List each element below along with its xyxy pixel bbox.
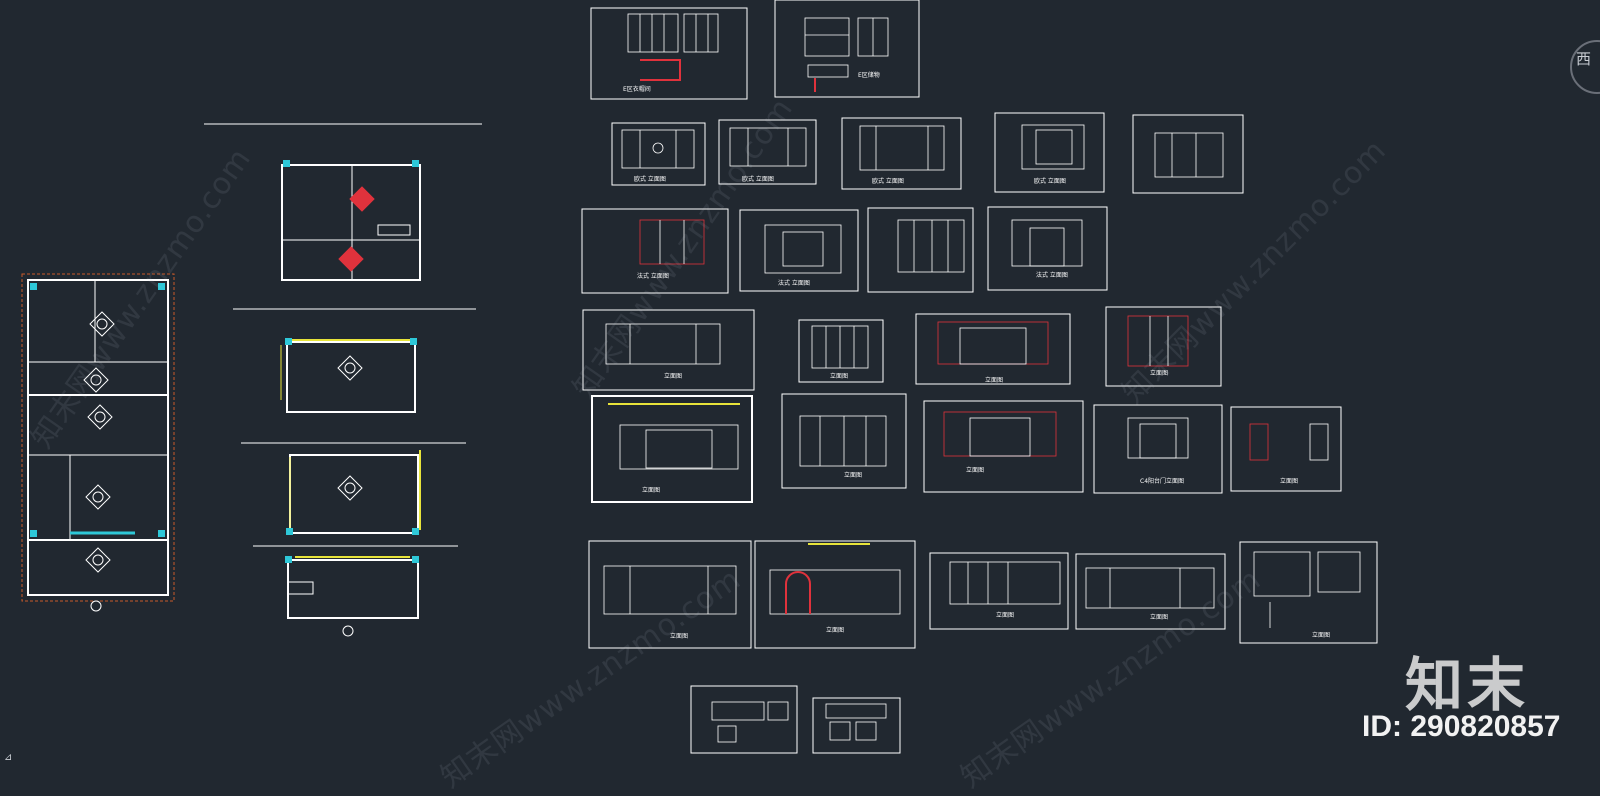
- sheet-label: 立面图: [670, 633, 689, 640]
- sheet-label: 立面图: [1150, 614, 1169, 621]
- compass-direction-label: 西: [1576, 50, 1592, 68]
- floor-plan-2[interactable]: [281, 160, 421, 281]
- sheet-label: 法式 立面图: [637, 273, 669, 280]
- elevation-drawings: [603, 13, 1361, 743]
- sheet-label: 立面图: [1280, 478, 1299, 485]
- sheet-label: 欧式 立面图: [634, 176, 666, 183]
- floor-plan-3[interactable]: [280, 338, 417, 413]
- sheet-label: 立面图: [830, 373, 849, 380]
- sheet-label: 立面图: [642, 487, 661, 494]
- sheet-label: 欧式 立面图: [742, 176, 774, 183]
- sheet-label: E区储物: [858, 72, 880, 79]
- floor-plan-4[interactable]: [286, 450, 421, 535]
- drawing-layer: [21, 0, 1378, 754]
- ucs-axis-icon: ⊿: [4, 752, 13, 763]
- sheet-label: 立面图: [996, 612, 1015, 619]
- sheet-label: 立面图: [844, 472, 863, 479]
- sheet-label: C4阳台门立面图: [1140, 478, 1185, 485]
- asset-id-label: ID: 290820857: [1362, 710, 1561, 743]
- sheet-label: E区衣帽间: [623, 86, 651, 93]
- sheet-label: 立面图: [1150, 370, 1169, 377]
- sheet-label: 立面图: [826, 627, 845, 634]
- sheet-label: 立面图: [664, 373, 683, 380]
- sheet-label: 欧式 立面图: [1034, 178, 1066, 185]
- sheet-label: 立面图: [966, 467, 985, 474]
- floor-plan-main[interactable]: [21, 273, 175, 612]
- floor-plan-5[interactable]: [285, 556, 419, 637]
- sheet-label: 欧式 立面图: [872, 178, 904, 185]
- sheet-label: 立面图: [1312, 632, 1331, 639]
- sheet-label: 立面图: [985, 377, 1004, 384]
- brand-logo: 知末: [1405, 651, 1530, 719]
- sheet-label: 法式 立面图: [1036, 272, 1068, 279]
- sheet-label: 法式 立面图: [778, 280, 810, 287]
- sheet-frames[interactable]: [581, 0, 1378, 754]
